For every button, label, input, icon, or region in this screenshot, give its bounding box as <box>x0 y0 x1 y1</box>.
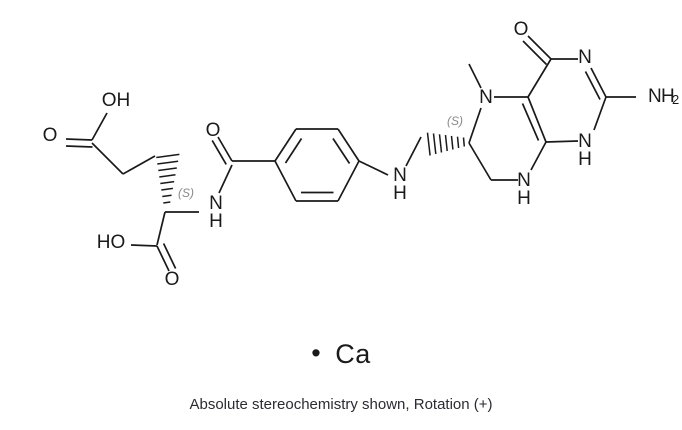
atom-label-anilino-n: N <box>393 165 407 186</box>
pterin-c6-hashed-wedge-bond <box>426 132 466 156</box>
bond-ch2a-to-ch2b <box>122 155 156 175</box>
bond-c-to-o-double-b <box>162 243 177 269</box>
bond-c8a-c4a-inner <box>521 103 540 141</box>
counterion-row: • Ca <box>0 340 682 368</box>
atom-label-pterin-n3: N <box>578 47 592 68</box>
atom-label-pterin-n8: N <box>517 170 531 191</box>
bond-c-to-o-double-a <box>65 138 93 141</box>
bond-anilino-n-to-ch2 <box>405 136 422 167</box>
pterin-carbonyl-group: O <box>514 19 552 66</box>
bond-c8a-to-c4a <box>527 96 547 143</box>
bond-ring-to-anilino-n <box>358 160 389 176</box>
bond-c-to-oh <box>91 112 108 141</box>
atom-label-anilino-n-h: H <box>393 183 407 204</box>
bond-n1-to-c8a <box>545 140 579 143</box>
glutamate-hashed-wedge-bond <box>156 153 180 204</box>
atom-label-side-carboxyl-oh: OH <box>102 90 131 111</box>
bond-n8-to-c8a <box>530 141 547 171</box>
atom-label-amino-n: N <box>648 86 662 107</box>
bond-c6-to-c7 <box>468 142 492 181</box>
atom-label-pterin-n1: N <box>578 131 592 152</box>
bond-amide-c-to-o-double-a <box>217 136 233 162</box>
glutamate-side-carboxyl-group: OH O <box>43 90 131 148</box>
bond-c4-to-o-double-a <box>527 35 552 60</box>
counterion-label: Ca <box>335 339 371 370</box>
bond-n3-to-c2-a <box>590 67 607 98</box>
bond-benzene-bl-l <box>274 160 297 202</box>
counterion-bullet-icon: • <box>311 338 322 369</box>
atom-label-pterin-n1-h: H <box>578 149 592 170</box>
anilino-nitrogen-group: N H <box>358 136 422 204</box>
bond-c-to-ho <box>130 244 158 247</box>
bond-n5-to-methyl <box>468 63 482 89</box>
bond-benzene-inner-l-tl <box>284 138 303 164</box>
atom-label-alpha-carboxyl-o: O <box>165 269 180 290</box>
atom-label-amino-h: H <box>661 86 675 107</box>
bond-amide-n-to-c <box>218 164 233 194</box>
bond-c2-to-n1 <box>593 96 607 131</box>
atom-label-amide-o: O <box>206 120 221 141</box>
bond-c4-to-o-double-b <box>522 40 548 66</box>
atom-label-amide-n-h: H <box>209 211 223 232</box>
amino-group: N H 2 <box>606 86 679 107</box>
atom-label-amino-subscript: 2 <box>672 92 679 107</box>
bond-benzene-inner-tr-r <box>332 138 351 164</box>
bond-c-to-o-double-a <box>156 245 170 272</box>
glutamate-side-chain-bonds <box>91 142 156 175</box>
atom-label-pterin-o4: O <box>514 19 529 40</box>
glutamate-alpha-carbon-bonds <box>156 211 199 246</box>
bond-amide-c-to-o-double-b <box>211 139 227 165</box>
benzene-ring <box>274 128 360 202</box>
n5-methyl-group <box>468 63 482 89</box>
glutamate-alpha-carboxyl-group: HO O <box>97 232 180 290</box>
atom-label-amide-n: N <box>209 193 223 214</box>
bond-n3-to-c2-b <box>584 71 601 100</box>
atom-label-alpha-carboxyl-ho: HO <box>97 232 126 253</box>
bond-c4a-to-c4 <box>527 58 552 98</box>
amide-group: N H O <box>206 120 275 232</box>
stereo-label-pterin-c6: (S) <box>447 114 463 128</box>
bond-benzene-l-tl <box>274 128 297 162</box>
stereochemistry-caption: Absolute stereochemistry shown, Rotation… <box>189 396 493 413</box>
bond-alpha-to-carboxyl <box>156 211 166 246</box>
atom-label-side-carboxyl-o: O <box>43 125 58 146</box>
atom-label-pterin-n8-h: H <box>517 188 531 209</box>
bond-c-to-o-double-b <box>65 145 93 148</box>
stereo-label-glutamate: (S) <box>178 186 194 200</box>
tetrahydropyrazine-ring: N N H <box>468 87 547 209</box>
bond-c6-to-n5 <box>468 107 482 144</box>
bond-carboxyl-to-ch2a <box>91 142 124 175</box>
pyrimidinone-ring: N N H <box>527 47 607 170</box>
bond-benzene-tr-r <box>337 128 360 162</box>
bond-benzene-r-br <box>337 160 360 202</box>
atom-label-pterin-n5: N <box>479 87 493 108</box>
